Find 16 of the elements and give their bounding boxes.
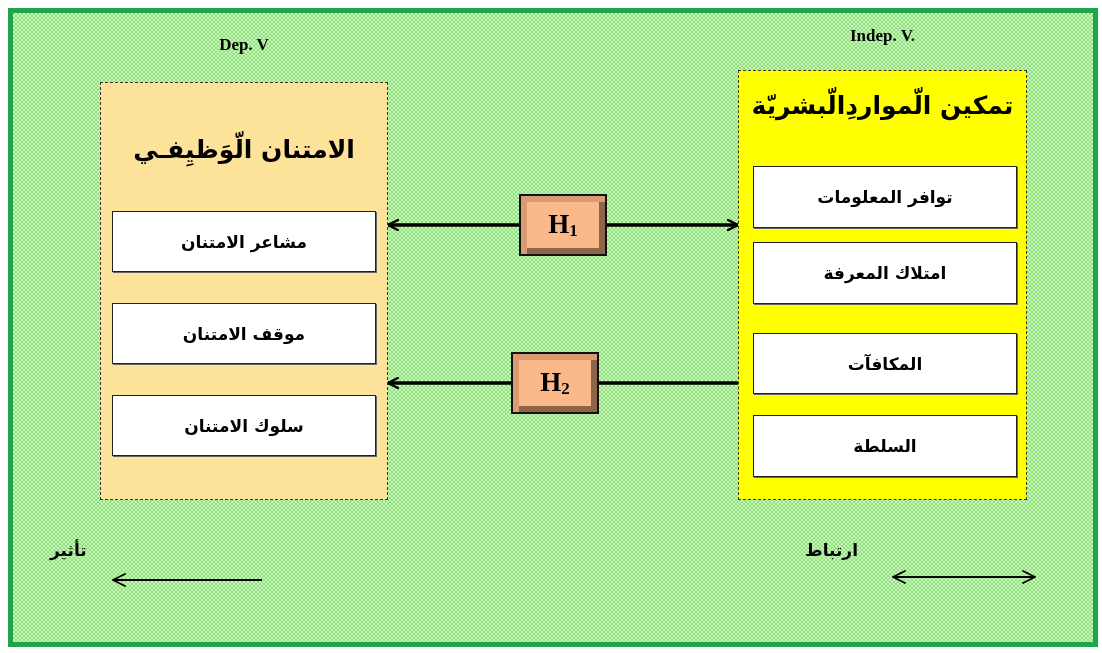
hypothesis-box: H$_{2}$ (511, 352, 599, 414)
variable-type-label: Dep. V (219, 35, 269, 55)
hypothesis-box: H$_{1}$ (519, 194, 607, 256)
legend-label: ارتباط (805, 540, 858, 560)
dimension-box: المكافآت (753, 333, 1017, 394)
dimension-box: السلطة (753, 415, 1017, 477)
arrow (607, 218, 740, 232)
dimension-box: مشاعر الامتنان (112, 211, 376, 272)
arrow (386, 376, 511, 390)
arrow (386, 218, 519, 232)
dimension-box: سلوك الامتنان (112, 395, 376, 456)
dimension-box: امتلاك المعرفة (753, 242, 1017, 304)
legend-label: تأثير (50, 540, 87, 560)
dimension-box: موقف الامتنان (112, 303, 376, 364)
variable-type-label: Indep. V. (849, 26, 916, 46)
dimension-box: توافر المعلومات (753, 166, 1017, 228)
